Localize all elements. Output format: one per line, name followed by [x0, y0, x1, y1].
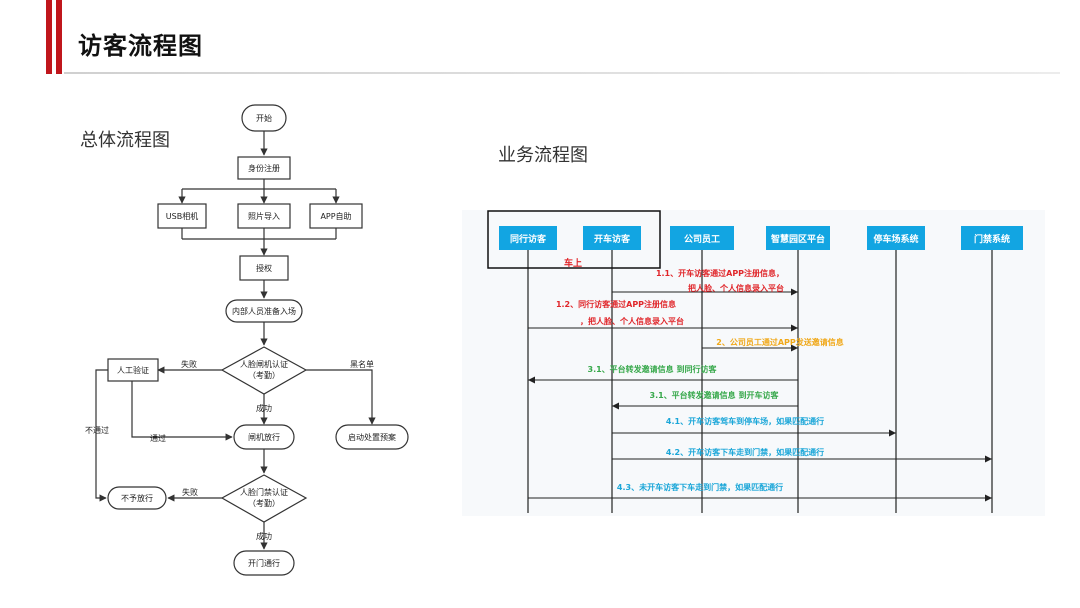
- message-arrowhead-4: [612, 402, 619, 410]
- staff-prepare-label: 内部人员准备入场: [232, 306, 296, 316]
- authorize-label: 授权: [256, 263, 272, 273]
- title-accent-bar: [46, 0, 52, 74]
- actor-box-2: [670, 226, 734, 250]
- sequence-panel: [462, 210, 1045, 516]
- manual-verify-label: 人工验证: [117, 365, 149, 375]
- message-arrowhead-2: [791, 344, 798, 352]
- actors: 同行访客 开车访客 公司员工 智慧园区平台 停车场系统 门禁系统: [499, 226, 1023, 250]
- gate-pass-label: 闸机放行: [248, 432, 280, 442]
- actor-box-5: [961, 226, 1023, 250]
- usb-camera-label: USB相机: [166, 211, 198, 221]
- face-door-check-diamond: [220, 474, 308, 523]
- in-car-group-frame: [487, 210, 661, 269]
- message-arrowhead-0: [791, 288, 798, 296]
- open-door-label: 开门通行: [248, 558, 280, 568]
- message-label-4: 3.1、平台转发邀请信息 到开车访客: [650, 390, 780, 400]
- message-label-5: 4.1、开车访客驾车到停车场，如果匹配通行: [666, 416, 824, 426]
- message-label-1: 1.2、同行访客通过APP注册信息: [556, 299, 676, 309]
- photo-import-label: 照片导入: [248, 211, 280, 221]
- message-arrowhead-6: [985, 455, 992, 463]
- app-self-service-label: APP自助: [320, 211, 351, 221]
- deny-pass-node: [107, 486, 167, 510]
- start-node: [241, 104, 287, 132]
- edge-label-success-2: 成功: [256, 531, 272, 541]
- message-label-3: 3.1、平台转发邀请信息 到同行访客: [588, 364, 718, 374]
- face-gate-check-sub: （考勤）: [248, 370, 280, 380]
- usb-camera-box: [157, 203, 207, 229]
- app-self-service-box: [309, 203, 363, 229]
- lifelines: [527, 250, 993, 513]
- actor-box-1: [583, 226, 641, 250]
- message-label-0-line2: 把人脸、个人信息录入平台: [688, 283, 784, 293]
- edge-label-pass: 通过: [150, 433, 166, 443]
- alert-plan-node: [335, 424, 409, 450]
- message-arrowhead-3: [528, 376, 535, 384]
- message-label-2: 2、公司员工通过APP发送邀请信息: [716, 337, 843, 347]
- register-label: 身份注册: [248, 163, 280, 173]
- manual-verify-box: [107, 358, 159, 382]
- in-car-group-label: 车上: [564, 257, 582, 269]
- edge-label-fail-2: 失败: [182, 487, 198, 497]
- face-door-check-label: 人脸门禁认证: [240, 487, 288, 497]
- face-gate-check-label: 人脸闸机认证: [240, 359, 288, 369]
- message-arrowhead-5: [889, 429, 896, 437]
- start-label: 开始: [256, 113, 272, 123]
- register-box: [237, 156, 291, 180]
- message-arrowhead-7: [985, 494, 992, 502]
- business-flow-heading: 业务流程图: [498, 145, 588, 166]
- edge-label-success-1: 成功: [256, 403, 272, 413]
- edge-label-not-pass: 不通过: [85, 425, 109, 435]
- face-gate-check-diamond: [220, 346, 308, 395]
- actor-label-5: 门禁系统: [974, 233, 1010, 245]
- actor-label-0: 同行访客: [510, 233, 547, 245]
- staff-prepare-node: [225, 299, 303, 323]
- message-arrowhead-1: [791, 324, 798, 332]
- title-divider: [64, 72, 1060, 74]
- actor-label-1: 开车访客: [594, 233, 631, 245]
- overall-flow-heading: 总体流程图: [80, 130, 170, 151]
- title-accent-bar-2: [56, 0, 62, 74]
- page-title: 访客流程图: [78, 32, 203, 60]
- authorize-box: [239, 255, 289, 281]
- message-label-7: 4.3、未开车访客下车走到门禁，如果匹配通行: [617, 482, 783, 492]
- photo-import-box: [237, 203, 291, 229]
- actor-label-4: 停车场系统: [873, 233, 918, 245]
- alert-plan-label: 启动处置预案: [348, 432, 396, 442]
- edge-label-fail-1: 失败: [181, 359, 197, 369]
- actor-box-3: [766, 226, 830, 250]
- gate-pass-node: [233, 424, 295, 450]
- message-label-6: 4.2、开车访客下车走到门禁，如果匹配通行: [666, 447, 824, 457]
- actor-box-4: [867, 226, 925, 250]
- overall-flowchart: [95, 131, 376, 550]
- open-door-node: [233, 550, 295, 576]
- message-label-1-line2: ，把人脸、个人信息录入平台: [580, 316, 684, 326]
- actor-box-0: [499, 226, 557, 250]
- actor-label-3: 智慧园区平台: [771, 233, 825, 245]
- message-label-0: 1.1、开车访客通过APP注册信息，: [656, 268, 784, 278]
- face-door-check-sub: （考勤）: [248, 498, 280, 508]
- messages: 1.1、开车访客通过APP注册信息， 把人脸、个人信息录入平台 1.2、同行访客通过…: [528, 268, 992, 502]
- deny-pass-label: 不予放行: [121, 493, 153, 503]
- edge-label-blacklist: 黑名单: [350, 359, 374, 369]
- actor-label-2: 公司员工: [684, 234, 720, 245]
